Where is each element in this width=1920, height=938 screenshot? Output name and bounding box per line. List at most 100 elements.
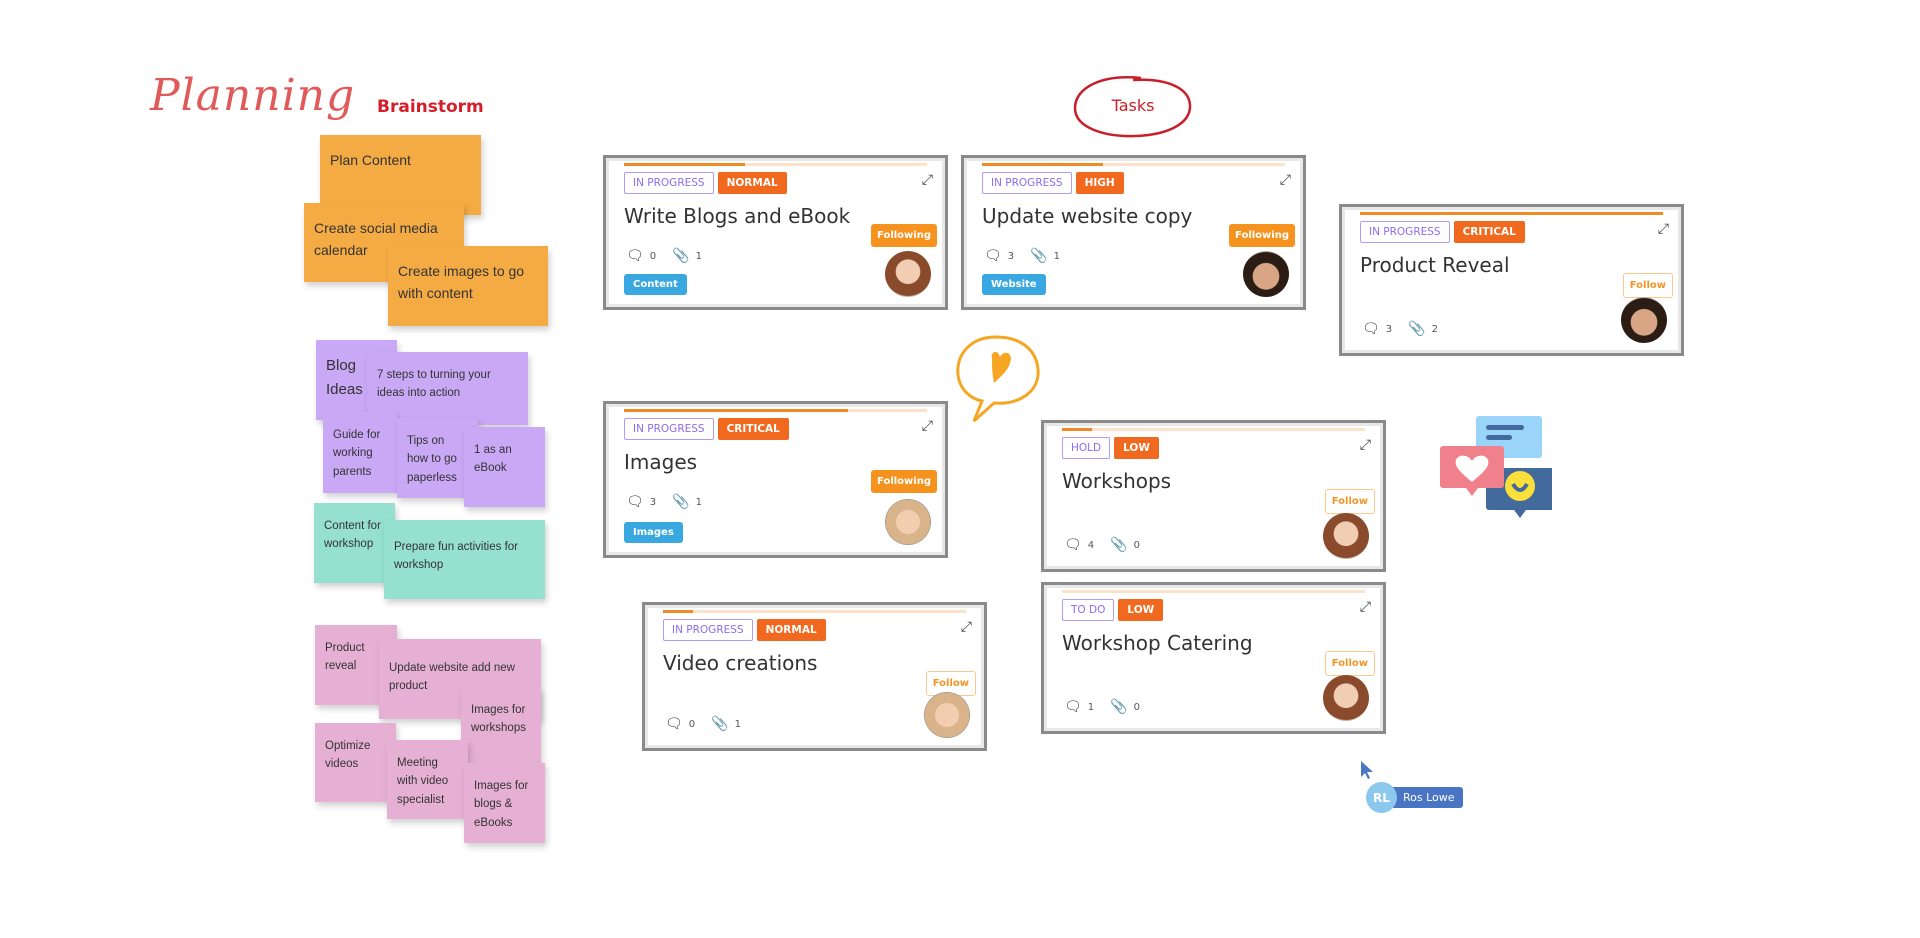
status-badge[interactable]: IN PROGRESS [982, 172, 1072, 194]
tag-label[interactable]: Images [624, 522, 683, 543]
expand-icon[interactable]: ⤢ [921, 418, 933, 434]
sticky-note[interactable]: Optimize videos [315, 723, 396, 802]
expand-icon[interactable]: ⤢ [960, 619, 972, 635]
status-badge[interactable]: IN PROGRESS [1360, 221, 1450, 243]
follow-button[interactable]: Following [871, 224, 937, 247]
comment-icon: 🗨 [1064, 699, 1082, 715]
tasks-circle-annotation [1073, 76, 1192, 138]
expand-icon[interactable]: ⤢ [1359, 599, 1371, 615]
follow-button[interactable]: Follow [1324, 651, 1375, 676]
attachment-count: 0 [1133, 539, 1140, 551]
assignee-avatar[interactable] [885, 251, 931, 297]
collaborator-cursor-icon [1361, 761, 1373, 779]
status-badge[interactable]: HOLD [1062, 437, 1111, 459]
sticky-note[interactable]: Prepare fun activities for workshop [384, 520, 545, 599]
sticky-note[interactable]: Guide for working parents [323, 412, 397, 493]
card-title[interactable]: Images [624, 450, 698, 474]
card-title[interactable]: Workshops [1062, 469, 1172, 493]
sticky-note[interactable]: Plan Content [320, 135, 481, 215]
follow-button[interactable]: Following [1229, 224, 1295, 247]
assignee-avatar[interactable] [924, 692, 970, 738]
comment-icon: 🗨 [984, 248, 1002, 264]
card-title[interactable]: Write Blogs and eBook [624, 204, 851, 228]
card-meta: 🗨0📎1 [626, 248, 702, 264]
expand-icon[interactable]: ⤢ [1657, 221, 1669, 237]
sticky-note[interactable]: Update website add new product [379, 639, 541, 719]
priority-badge[interactable]: LOW [1114, 437, 1159, 459]
comment-icon: 🗨 [665, 716, 683, 732]
priority-badge[interactable]: NORMAL [717, 172, 787, 194]
attachment-count: 1 [1053, 250, 1060, 262]
progress-bar [624, 163, 927, 166]
priority-badge[interactable]: LOW [1118, 599, 1164, 621]
follow-button[interactable]: Follow [1622, 273, 1673, 298]
heart-speech-bubble-icon [956, 335, 1040, 423]
expand-icon[interactable]: ⤢ [1279, 172, 1291, 188]
sticky-note[interactable]: Content for workshop [314, 503, 395, 583]
sticky-note[interactable]: Images for workshops [461, 687, 541, 767]
comment-icon: 🗨 [626, 494, 644, 510]
card-title[interactable]: Product Reveal [1360, 253, 1510, 277]
attachment-icon: 📎 [672, 494, 690, 510]
collaborator-chip: RL Ros Lowe [1366, 782, 1463, 813]
comment-icon: 🗨 [1362, 321, 1380, 337]
assignee-avatar[interactable] [1323, 675, 1369, 721]
comment-count: 3 [1007, 250, 1015, 262]
sticky-note[interactable]: Create images to go with content [388, 246, 548, 326]
collaborator-name: Ros Lowe [1389, 787, 1463, 808]
priority-badge[interactable]: HIGH [1075, 172, 1124, 194]
planning-heading: Planning [150, 70, 356, 121]
card-meta: 🗨1📎0 [1064, 699, 1140, 715]
comment-count: 0 [688, 718, 696, 730]
follow-button[interactable]: Following [871, 470, 937, 493]
attachment-icon: 📎 [711, 716, 729, 732]
status-badge[interactable]: IN PROGRESS [663, 619, 753, 641]
chat-bubbles-icon [1440, 416, 1552, 518]
status-badge[interactable]: TO DO [1062, 599, 1115, 621]
card-title[interactable]: Video creations [663, 651, 818, 675]
expand-icon[interactable]: ⤢ [1359, 437, 1371, 453]
progress-bar [982, 163, 1285, 166]
brainstorm-heading: Brainstorm [377, 97, 484, 117]
attachment-count: 1 [695, 250, 702, 262]
progress-bar [624, 409, 927, 412]
sticky-note[interactable]: Images for blogs & eBooks [464, 763, 545, 843]
progress-bar [1360, 212, 1663, 215]
status-badge[interactable]: IN PROGRESS [624, 418, 714, 440]
attachment-icon: 📎 [1110, 537, 1128, 553]
progress-bar [663, 610, 966, 613]
card-title[interactable]: Update website copy [982, 204, 1193, 228]
expand-icon[interactable]: ⤢ [921, 172, 933, 188]
priority-badge[interactable]: CRITICAL [1453, 221, 1525, 243]
assignee-avatar[interactable] [1621, 297, 1667, 343]
tag-label[interactable]: Website [982, 274, 1046, 295]
priority-badge[interactable]: CRITICAL [717, 418, 789, 440]
attachment-count: 1 [734, 718, 741, 730]
card-title[interactable]: Workshop Catering [1062, 631, 1253, 655]
priority-badge[interactable]: NORMAL [756, 619, 826, 641]
status-badge[interactable]: IN PROGRESS [624, 172, 714, 194]
assignee-avatar[interactable] [1243, 251, 1289, 297]
follow-button[interactable]: Follow [1324, 489, 1375, 514]
assignee-avatar[interactable] [885, 499, 931, 545]
comment-count: 4 [1087, 539, 1095, 551]
tag-label[interactable]: Content [624, 274, 687, 295]
sticky-note[interactable]: Create social media calendar [304, 203, 464, 282]
comment-icon: 🗨 [626, 248, 644, 264]
progress-fill [624, 163, 746, 166]
attachment-icon: 📎 [1110, 699, 1128, 715]
progress-fill [663, 610, 694, 613]
card-meta: 🗨3📎2 [1362, 321, 1438, 337]
sticky-note[interactable]: 1 as an eBook [464, 427, 545, 507]
sticky-note[interactable]: Meeting with video specialist [387, 740, 468, 819]
assignee-avatar[interactable] [1323, 513, 1369, 559]
